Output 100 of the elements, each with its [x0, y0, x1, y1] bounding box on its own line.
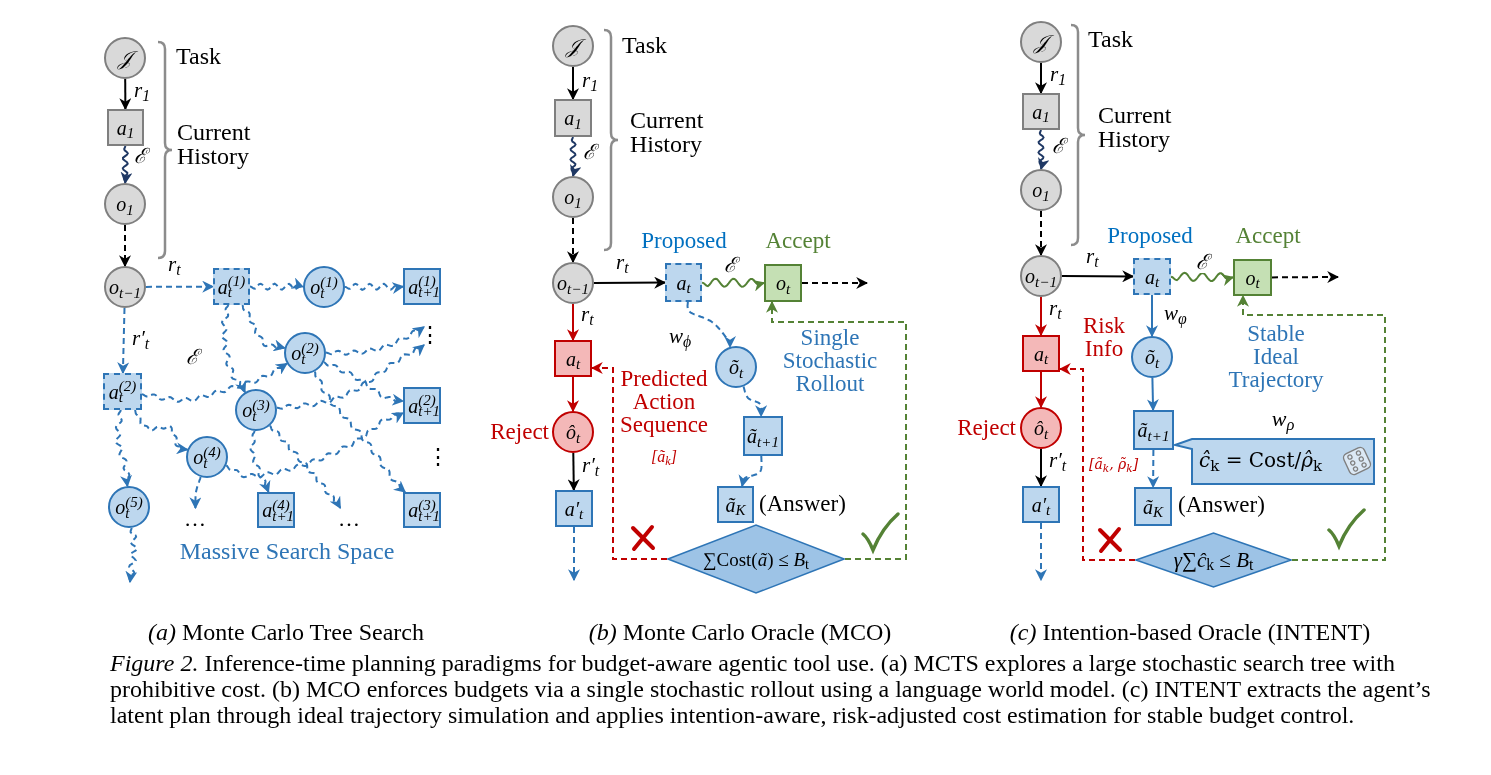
ellipsis-mark: …	[337, 508, 361, 530]
answer-label: (Answer)	[759, 492, 846, 515]
arrow	[269, 424, 342, 510]
edge-label: ℰ	[133, 146, 148, 167]
arrow	[738, 455, 763, 488]
arrow	[567, 376, 579, 413]
arrow	[1146, 294, 1158, 338]
arrow	[569, 136, 582, 178]
arrow	[241, 304, 286, 352]
edge-label: r′$_{t}$	[1048, 450, 1068, 471]
arrow	[1035, 371, 1047, 409]
arrow	[125, 526, 138, 584]
action-square: a′$_{t}$	[1022, 486, 1060, 523]
arrow	[567, 66, 579, 101]
arrow	[1035, 296, 1047, 337]
arrow	[325, 326, 425, 356]
action-square: o$_{t}$	[764, 264, 802, 302]
arrow	[686, 301, 736, 349]
annotation-text: Predicted Action Sequence	[618, 367, 710, 436]
arrow	[593, 276, 667, 289]
arrow	[119, 78, 132, 111]
action-square: a$_{t}$	[1133, 258, 1171, 295]
subfigure-caption: (a) Monte Carlo Tree Search	[148, 620, 424, 644]
arrow	[568, 526, 580, 582]
edge-label: ℰ	[1051, 136, 1066, 157]
arrow	[322, 361, 405, 406]
subfigure-caption: (c) Intention-based Oracle (INTENT)	[1009, 620, 1371, 644]
arrow	[117, 307, 130, 375]
arrow	[1147, 449, 1160, 489]
edge-label: r′$_{t}$	[581, 455, 601, 476]
status-label: Accept	[1235, 224, 1301, 247]
decision-diamond: ∑Cost(ã) ≤ B$_{t}$	[667, 524, 845, 594]
arrow	[1037, 129, 1050, 171]
arrow	[1237, 294, 1386, 561]
arrow	[141, 362, 288, 403]
bracket-label: Task	[1088, 27, 1133, 51]
annotation-text: Stable Ideal Trajectory	[1227, 322, 1325, 391]
status-label: Reject	[490, 420, 549, 443]
annotation-text: [ã$_{k}$]	[651, 449, 677, 465]
arrow	[145, 280, 215, 293]
arrow	[766, 300, 907, 560]
annotation-text: Massive Search Space	[179, 539, 395, 563]
edge-label: ℰ	[723, 255, 738, 276]
arrow	[1061, 270, 1135, 283]
formula-text: ĉ$_{k}$ = Cost/ρ̂$_{k}$	[1199, 450, 1322, 470]
bracket-label: Task	[176, 44, 221, 68]
figure-caption: Figure 2. Inference-time planning paradigms for budget-aware agentic tool use. (a) MCTS explores a large stochastic search tree with prohibitive cost. (b) MCO enforces budgets via a single stochastic rollout using a language world model. (c) INTENT extracts the agent’s latent plan through ideal trajectory simulation and applies intention-aware, risk-adjusted cost estimation for stable budget control.	[110, 650, 1432, 728]
arrow	[249, 277, 305, 291]
arrow	[801, 277, 869, 289]
arrow	[1035, 448, 1047, 488]
annotation-text: [ã$_{k}$, ρ̃$_{k}$]	[1089, 457, 1139, 471]
status-label: Accept	[765, 229, 831, 252]
ellipsis-mark: ⋮	[427, 446, 449, 468]
status-label: Proposed	[641, 229, 727, 252]
subfigure-caption: (b) Monte Carlo Oracle (MCO)	[588, 620, 892, 644]
arrow	[1035, 210, 1047, 257]
annotation-text: Single Stochastic Rollout	[781, 326, 879, 395]
arrow	[567, 452, 580, 492]
action-square: a$_{1}$	[554, 99, 592, 137]
arrow	[225, 411, 405, 479]
edge-label: ℰ	[582, 142, 597, 163]
action-square: a′$_{t}$	[555, 490, 593, 527]
action-square: a$_{1}$	[1022, 93, 1060, 130]
arrow	[249, 430, 271, 494]
action-square: a$_{t}$	[1022, 335, 1060, 372]
arrow	[114, 409, 132, 488]
action-square: ã$_{t+1}$	[1133, 410, 1174, 450]
arrow	[120, 145, 133, 185]
action-square: o$_{t}$	[1233, 259, 1272, 296]
bracket-label: Task	[622, 33, 667, 57]
bracket-label: Current History	[630, 108, 705, 156]
bracket-label: Current History	[177, 120, 252, 168]
arrow	[701, 277, 766, 292]
arrow	[189, 476, 202, 510]
action-square: ã$_{K}$	[1134, 487, 1172, 526]
status-label: Reject	[957, 416, 1016, 439]
decision-diamond: γ∑ĉ$_{k}$ ≤ B$_{t}$	[1135, 532, 1292, 588]
action-square: ã$_{K}$	[717, 486, 754, 523]
arrow	[1035, 62, 1047, 95]
arrow	[1146, 377, 1159, 412]
bracket-label: Current History	[1098, 103, 1173, 151]
arrow	[1271, 271, 1340, 284]
action-square: a$_{1}$	[107, 109, 144, 146]
edge-label: r′$_{t}$	[131, 328, 151, 349]
arrow	[567, 303, 579, 342]
edge-label: ℰ	[1195, 252, 1210, 273]
annotation-text: Risk Info	[1081, 314, 1127, 360]
arrow	[567, 217, 579, 264]
answer-label: (Answer)	[1178, 493, 1265, 516]
action-square: a$_{t}$	[554, 340, 592, 377]
arrow	[1035, 522, 1047, 582]
callout-box	[1174, 437, 1376, 486]
arrow	[1170, 271, 1235, 286]
arrow	[119, 224, 131, 268]
action-square: ã$_{t+1}$	[743, 416, 783, 456]
action-square: a$_{t}$	[665, 263, 702, 302]
status-label: Proposed	[1107, 224, 1193, 247]
ellipsis-mark: …	[183, 508, 207, 530]
arrow	[344, 282, 405, 294]
ellipsis-mark: ⋮	[424, 322, 436, 348]
